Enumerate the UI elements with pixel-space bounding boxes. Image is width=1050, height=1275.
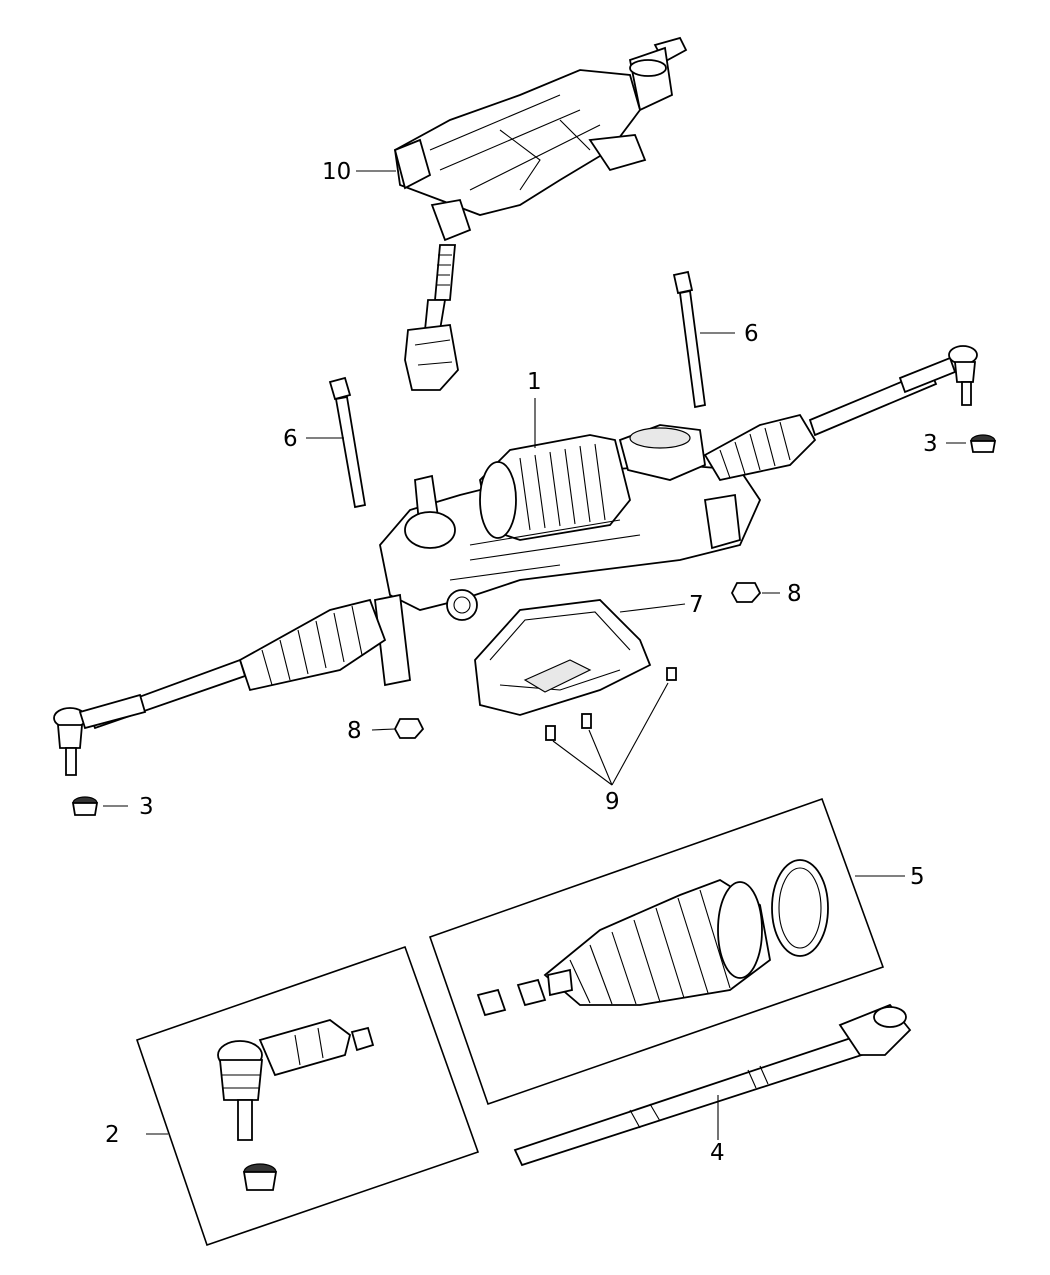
tie-rod-nut-left[interactable] [71,796,99,816]
left-rack-boot [238,598,387,692]
callout-4: 4 [710,1140,725,1166]
callout-10: 10 [322,159,351,185]
hex-nut-left[interactable] [393,718,425,739]
tie-rod-nut-right[interactable] [969,434,997,453]
callout-6-right: 6 [744,321,759,347]
steering-column-assembly[interactable] [393,36,688,391]
right-rack-boot [703,413,817,482]
rack-and-pinion-gear[interactable] [374,424,762,687]
callout-7: 7 [689,592,704,618]
callout-6-left: 6 [283,426,298,452]
hex-nut-right[interactable] [730,582,762,603]
leader-lines [103,170,966,1140]
callout-3-left: 3 [139,794,154,820]
heat-shield-screws[interactable] [545,667,677,741]
right-tie-rod-end[interactable] [898,345,978,406]
callout-9: 9 [605,789,620,815]
left-tie-rod-end[interactable] [53,693,147,776]
callout-2: 2 [105,1122,120,1148]
tie-rod-end-kit-box [135,945,480,1247]
callout-1: 1 [527,369,542,395]
boot-kit-box [428,797,885,1106]
mounting-bolt-left[interactable] [328,376,367,509]
callout-3-right: 3 [923,431,938,457]
callout-5: 5 [910,864,925,890]
mounting-bolt-right[interactable] [672,270,707,409]
callout-8-left: 8 [347,718,362,744]
outer-tie-rod-end[interactable] [217,1019,375,1141]
heat-shield[interactable] [474,599,652,716]
rack-boot-kit[interactable] [476,859,829,1017]
tie-rod-end-nut[interactable] [242,1163,278,1191]
inner-tie-rod[interactable] [513,1003,912,1167]
callout-8-right: 8 [787,581,802,607]
